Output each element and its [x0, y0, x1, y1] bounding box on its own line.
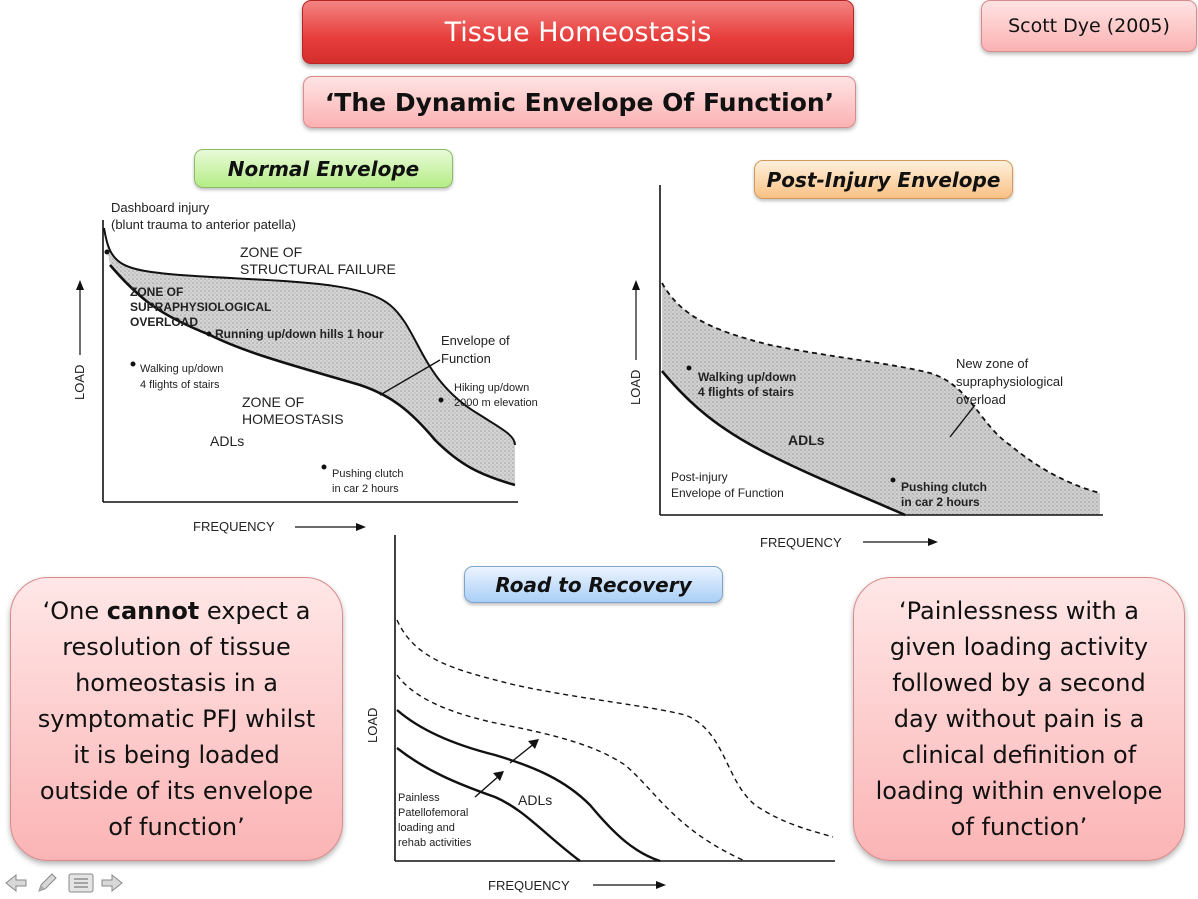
frequency-arrowhead — [928, 538, 938, 546]
envelope-curve — [109, 264, 516, 487]
hiking-label-2: 2000 m elevation — [454, 397, 538, 409]
clutch-dot — [321, 464, 327, 470]
walking-label-1: Walking up/down — [698, 370, 796, 384]
emphasis-cannot: cannot — [106, 597, 200, 625]
newzone-pointer — [949, 404, 976, 438]
clutch-dot — [890, 477, 896, 483]
adls-label: ADLs — [518, 792, 552, 808]
homeostasis-zone-label-2: HOMEOSTASIS — [242, 411, 344, 427]
arrow-left-icon[interactable] — [4, 871, 28, 895]
load-axis-label: LOAD — [72, 365, 87, 400]
load-arrowhead — [632, 280, 640, 290]
dashboard-dot — [104, 249, 110, 255]
walking-dot — [130, 361, 136, 367]
painless-label-4: rehab activities — [398, 837, 472, 849]
painless-curve — [396, 747, 581, 862]
frequency-axis-label: FREQUENCY — [488, 878, 570, 893]
walking-label-1: Walking up/down — [140, 363, 223, 375]
newzone-label-1: New zone of — [956, 356, 1029, 371]
pencil-icon[interactable] — [35, 871, 59, 895]
frequency-arrowhead — [356, 523, 366, 531]
newzone-label-2: supraphysiological — [956, 374, 1063, 389]
adls-label: ADLs — [210, 433, 244, 449]
progress-arrowhead-lower — [493, 771, 504, 781]
menu-icon[interactable] — [67, 871, 95, 895]
frequency-arrowhead — [656, 881, 666, 889]
structural-failure-curve — [103, 227, 516, 446]
supra-zone-label-3: OVERLOAD — [130, 315, 198, 329]
homeostasis-zone-label-1: ZONE OF — [242, 394, 304, 410]
post-injury-envelope-label: Post-Injury Envelope — [754, 160, 1013, 199]
progress-arrow-upper — [509, 742, 536, 764]
road-to-recovery-diagram: LOAD FREQUENCY ADLs Painless Patellofemo… — [365, 535, 835, 893]
envelope-label-2: Function — [441, 351, 491, 366]
supraphysiological-zone — [104, 230, 515, 485]
author-citation: Scott Dye (2005) — [981, 0, 1197, 52]
outer-dashed-curve — [396, 619, 834, 838]
running-dot — [206, 331, 212, 337]
adls-curve — [396, 709, 661, 863]
load-axis-label: LOAD — [628, 370, 643, 405]
hiking-label-1: Hiking up/down — [454, 382, 529, 394]
painless-label-2: Patellofemoral — [398, 807, 468, 819]
load-arrowhead — [76, 280, 84, 290]
post-injury-envelope-curve — [660, 370, 906, 517]
failure-zone-label-1: ZONE OF — [240, 244, 302, 260]
clutch-label-1: Pushing clutch — [332, 468, 404, 480]
slide-title: Tissue Homeostasis — [302, 0, 854, 64]
frequency-axis-label: FREQUENCY — [193, 519, 275, 534]
arrow-right-icon[interactable] — [100, 871, 124, 895]
painless-label-1: Painless — [398, 792, 440, 804]
frequency-axis-label: FREQUENCY — [760, 535, 842, 550]
walking-label-2: 4 flights of stairs — [140, 379, 220, 391]
envelope-label-1: Envelope of — [441, 333, 510, 348]
normal-envelope-diagram: LOAD FREQUENCY Dashboard injury (blunt t… — [72, 200, 538, 534]
progress-arrow-lower — [474, 774, 501, 798]
failure-zone-label-2: STRUCTURAL FAILURE — [240, 261, 396, 277]
adls-label: ADLs — [788, 432, 825, 448]
left-quote-text: ‘One cannot expect a resolution of tissu… — [37, 597, 316, 841]
walking-dot — [686, 365, 692, 371]
supra-zone-label-1: ZONE OF — [130, 285, 183, 299]
clutch-label-2: in car 2 hours — [901, 495, 980, 509]
post-injury-zone — [662, 283, 1100, 515]
running-label: Running up/down hills 1 hour — [215, 327, 384, 341]
dashboard-label-2: (blunt trauma to anterior patella) — [111, 217, 296, 232]
newzone-label-3: overload — [956, 392, 1006, 407]
slide-subtitle: ‘The Dynamic Envelope Of Function’ — [303, 76, 856, 128]
envelope-pointer — [379, 359, 441, 396]
supra-zone-label-2: SUPRAPHYSIOLOGICAL — [130, 300, 271, 314]
dashboard-label-1: Dashboard injury — [111, 200, 210, 215]
post-injury-envelope-label-2: Envelope of Function — [671, 486, 784, 500]
normal-envelope-label: Normal Envelope — [194, 149, 453, 188]
hiking-dot — [438, 397, 444, 403]
progress-arrowhead-upper — [528, 739, 539, 749]
inner-dashed-curve — [396, 674, 746, 862]
road-to-recovery-label: Road to Recovery — [464, 566, 723, 603]
post-injury-envelope-diagram: LOAD FREQUENCY Walking up/down 4 flights… — [628, 185, 1103, 550]
walking-label-2: 4 flights of stairs — [698, 385, 794, 399]
clutch-label-2: in car 2 hours — [332, 483, 399, 495]
painless-label-3: loading and — [398, 822, 455, 834]
post-injury-envelope-label-1: Post-injury — [671, 470, 728, 484]
load-axis-label: LOAD — [365, 708, 380, 743]
clutch-label-1: Pushing clutch — [901, 480, 987, 494]
right-quote-box: ‘Painlessness with a given loading activ… — [853, 577, 1185, 861]
right-quote-text: ‘Painlessness with a given loading activ… — [875, 597, 1163, 841]
left-quote-box: ‘One cannot expect a resolution of tissu… — [10, 577, 343, 861]
